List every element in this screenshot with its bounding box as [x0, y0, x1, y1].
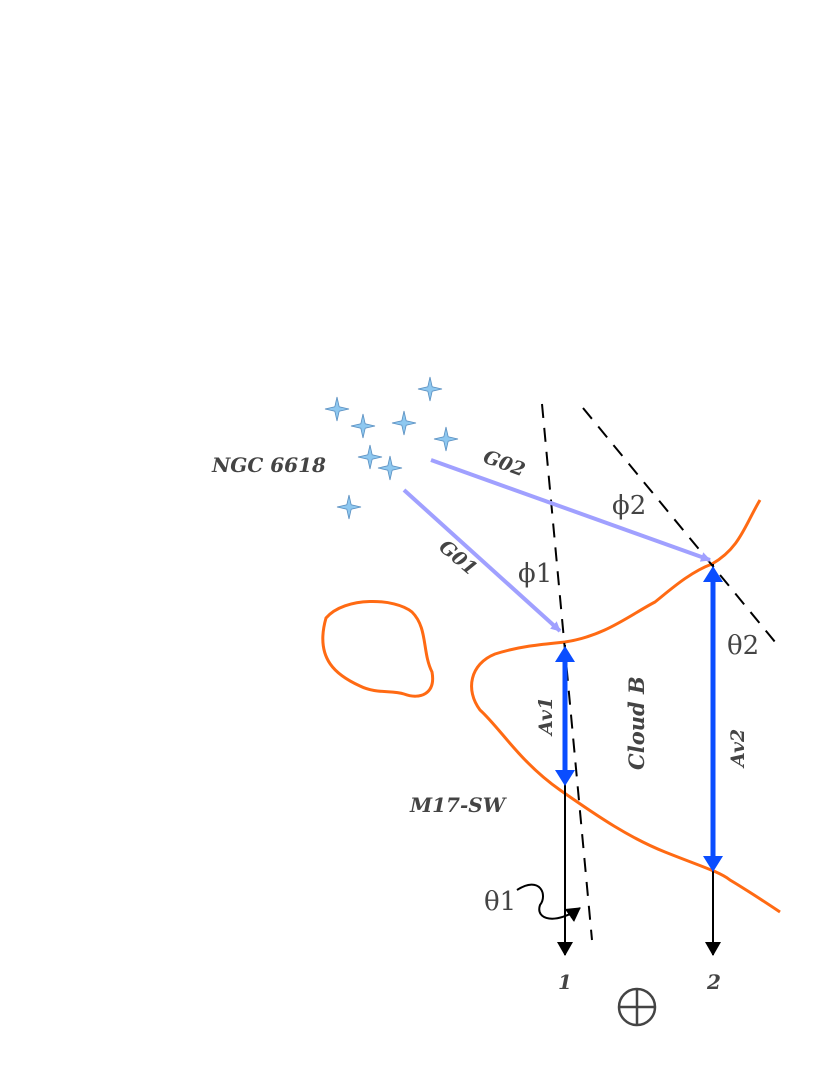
g02-arrow	[430, 458, 711, 562]
phi2-label: ϕ2	[612, 491, 646, 521]
cloud-label: Cloud B	[624, 676, 649, 770]
dashed-line-2	[582, 407, 781, 649]
theta2-label: θ2	[727, 631, 759, 661]
star-icon	[357, 444, 383, 470]
sightline-2-label: 2	[706, 970, 721, 994]
theta1-pointer	[516, 883, 581, 923]
sightline-1-label: 1	[558, 970, 572, 994]
region-label: M17-SW	[409, 793, 508, 817]
earth-icon	[617, 987, 657, 1027]
star-icon	[336, 494, 362, 520]
g01-arrow	[402, 488, 562, 633]
star-icon	[391, 410, 417, 436]
av1-label: Av1	[535, 697, 557, 737]
cloud-b-edge	[470, 499, 781, 914]
phi1-label: ϕ1	[518, 559, 552, 589]
star-icon	[417, 376, 443, 402]
theta1-label: θ1	[484, 887, 516, 917]
cluster-label: NGC 6618	[211, 453, 326, 477]
star-icon	[324, 396, 350, 422]
star-icon	[433, 426, 459, 452]
g02-label: G02	[480, 446, 528, 481]
small-cloud-outline	[321, 599, 435, 698]
star-icon	[377, 455, 403, 481]
g01-label: G01	[435, 536, 482, 580]
av2-label: Av2	[727, 729, 749, 769]
star-icon	[350, 413, 376, 439]
star-cluster	[324, 376, 459, 520]
